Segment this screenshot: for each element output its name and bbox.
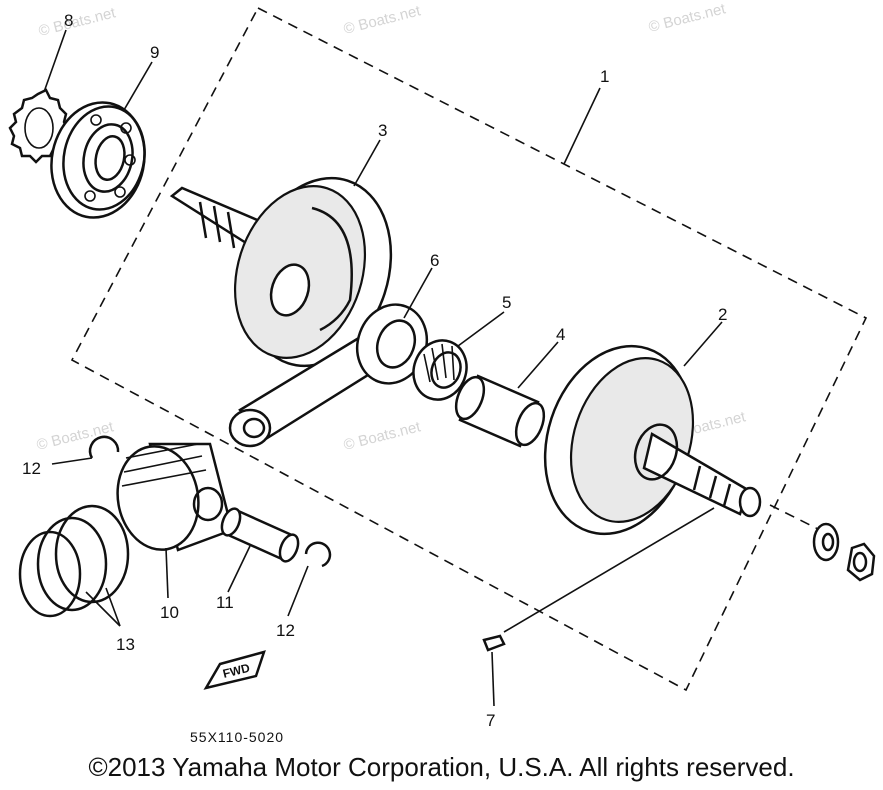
callout-10: 10 bbox=[160, 603, 179, 622]
crank-wheel-left bbox=[169, 176, 393, 368]
crank-pin bbox=[454, 374, 546, 448]
callout-6: 6 bbox=[430, 251, 439, 270]
circlip-bottom bbox=[304, 541, 332, 568]
piston bbox=[116, 442, 234, 552]
watermark: © Boats.net bbox=[647, 0, 728, 36]
callout-12-top: 12 bbox=[22, 459, 41, 478]
callout-4: 4 bbox=[556, 325, 565, 344]
callout-12-bottom: 12 bbox=[276, 621, 295, 640]
callout-5: 5 bbox=[502, 293, 511, 312]
callout-13: 13 bbox=[116, 635, 135, 654]
woodruff-key-icon bbox=[482, 634, 506, 652]
nut-and-washer bbox=[812, 522, 876, 582]
parts-diagram: © Boats.net © Boats.net © Boats.net © Bo… bbox=[8, 0, 876, 745]
connecting-rod-icon bbox=[228, 303, 429, 448]
pin-icon bbox=[220, 507, 300, 563]
piston-icon bbox=[116, 442, 234, 552]
needle-bearing-icon bbox=[412, 339, 468, 401]
copyright-notice: ©2013 Yamaha Motor Corporation, U.S.A. A… bbox=[88, 752, 795, 782]
fwd-label: FWD bbox=[221, 661, 251, 681]
callout-8: 8 bbox=[64, 11, 73, 30]
connecting-rod bbox=[228, 303, 429, 448]
crank-wheel-right bbox=[543, 344, 762, 536]
circlip-icon bbox=[304, 541, 332, 568]
piston-pin bbox=[220, 507, 300, 563]
needle-bearing bbox=[412, 339, 468, 401]
crankshaft-assembly-boundary bbox=[70, 6, 868, 692]
fwd-arrow: FWD bbox=[203, 650, 266, 690]
crank-wheel-icon bbox=[169, 176, 393, 368]
woodruff-key bbox=[482, 634, 506, 652]
watermark: © Boats.net bbox=[37, 4, 118, 40]
piston-rings bbox=[18, 504, 130, 618]
watermark: © Boats.net bbox=[342, 418, 423, 454]
crank-wheel-icon bbox=[543, 344, 762, 536]
circlip-top bbox=[88, 435, 120, 459]
callout-2: 2 bbox=[718, 305, 727, 324]
pin-icon bbox=[454, 374, 546, 448]
drawing-number: 55X110-5020 bbox=[190, 729, 284, 745]
callout-7: 7 bbox=[486, 711, 495, 730]
circlip-icon bbox=[88, 435, 120, 459]
ball-bearing-icon bbox=[50, 101, 146, 219]
callout-3: 3 bbox=[378, 121, 387, 140]
ball-bearing bbox=[50, 101, 146, 219]
callout-11: 11 bbox=[216, 593, 234, 612]
piston-ring-icon bbox=[18, 504, 130, 618]
nut-icon bbox=[812, 522, 876, 582]
watermark: © Boats.net bbox=[342, 2, 423, 38]
callout-9: 9 bbox=[150, 43, 159, 62]
leader-lines bbox=[43, 29, 723, 707]
callout-1: 1 bbox=[600, 67, 609, 86]
callout-labels: 1 2 3 4 5 6 7 8 9 10 11 12 12 13 bbox=[22, 11, 727, 730]
